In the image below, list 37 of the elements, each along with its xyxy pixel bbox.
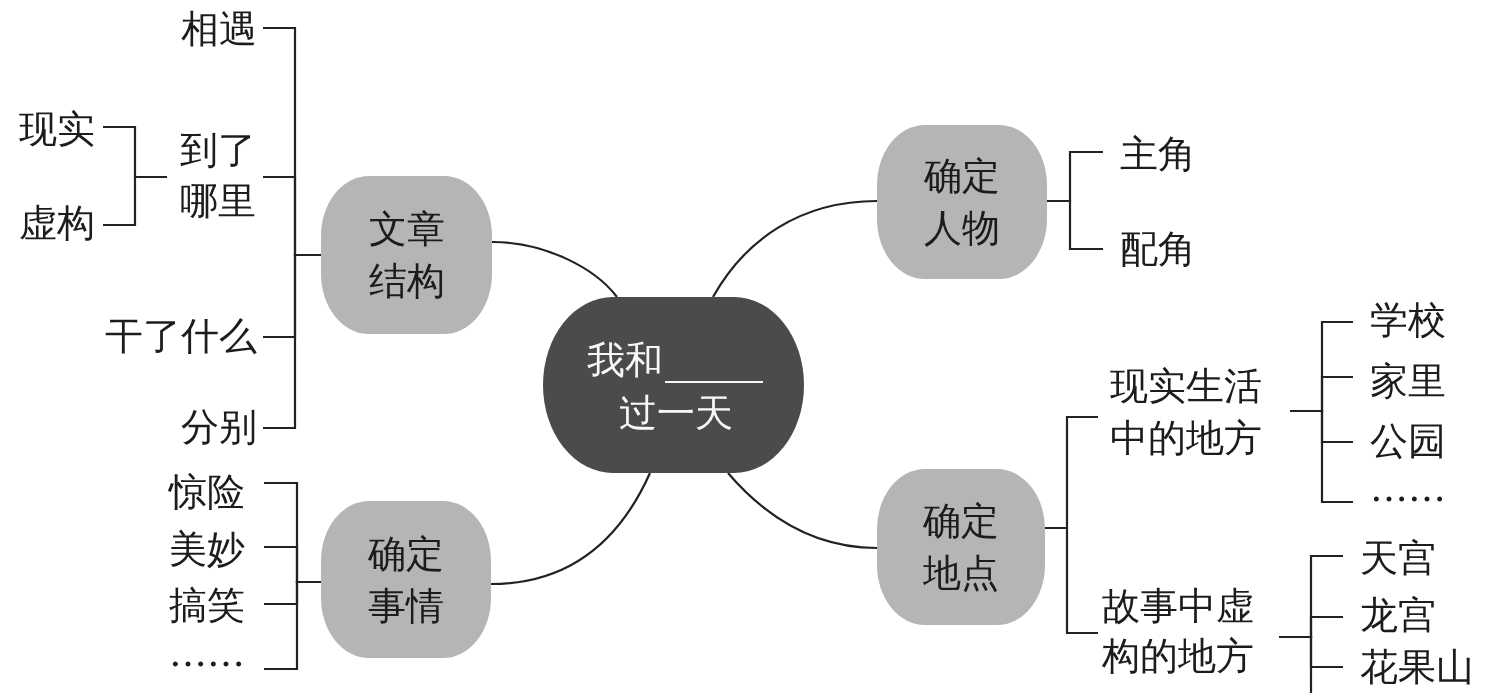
branch-label: 分别 [170,405,263,449]
branch-label: 家里 [1353,359,1460,403]
branch-label: 故事中虚构的地方 [1098,581,1279,681]
branch-curve [727,472,878,550]
topic-bubble: 确定人物 [877,125,1047,279]
bracket-line [1045,526,1098,635]
branch-label: 学校 [1353,298,1460,342]
branch-label: 惊险 [150,470,264,514]
bracket-line [1279,635,1313,693]
title-text: 过一天 [618,391,734,435]
branch-curve [490,472,651,586]
branch-label: 配角 [1103,227,1210,271]
branch-label: …… [1353,466,1460,510]
topic-bubble: 确定地点 [877,469,1045,625]
branch-label: 主角 [1103,132,1210,176]
branch-curve [491,240,618,298]
branch-label: 天宫 [1343,536,1450,580]
branch-label: …… [150,631,264,675]
branch-label: 公园 [1353,419,1460,463]
title-text: 我和 [586,338,664,382]
branch-label: 龙宫 [1343,593,1450,637]
branch-label: 到了哪里 [167,125,263,227]
branch-label: 虚构 [10,201,103,245]
branch-label: 美妙 [150,527,264,571]
topic-bubble: 文章结构 [321,176,492,334]
branch-curve [712,199,878,298]
bracket-line [263,253,321,430]
branch-label: 相遇 [170,7,263,51]
branch-label: 现实 [10,107,103,151]
bracket-line [103,175,167,227]
branch-label: 现实生活中的地方 [1098,360,1290,464]
bracket-line [1290,409,1353,504]
branch-label: 干了什么 [90,314,263,358]
branch-label: 花果山 [1343,645,1486,689]
bracket-line [264,580,321,671]
branch-label: 搞笑 [150,583,264,627]
topic-bubble: 确定事情 [321,501,491,658]
